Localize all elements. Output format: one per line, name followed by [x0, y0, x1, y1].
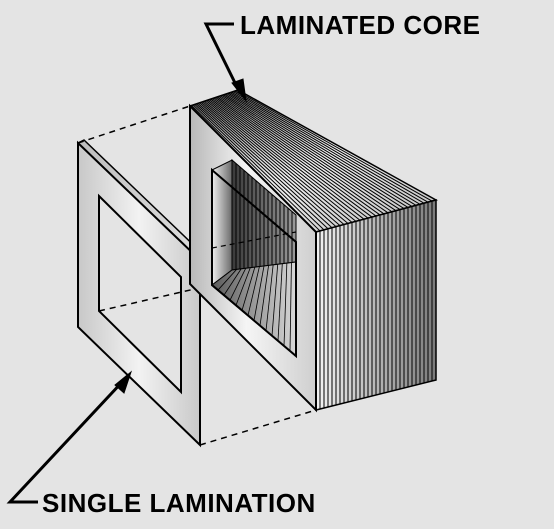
laminated-core — [188, 89, 438, 413]
core-window-floor-stripe — [223, 268, 242, 296]
core-top-stripe — [192, 104, 325, 231]
leader-laminated-core — [203, 22, 247, 103]
core-window-floor-stripe — [241, 267, 256, 311]
core-top-stripe — [207, 99, 361, 221]
core-window-floor-stripe — [265, 264, 274, 331]
core-top-stripe — [236, 90, 433, 202]
arrowhead-lamination — [114, 370, 133, 394]
core-top-stripe — [205, 100, 357, 222]
core-top-stripe — [234, 90, 429, 203]
core-window-floor-stripe — [253, 265, 265, 321]
projection-line-bottom — [199, 409, 317, 446]
core-right-stripes — [319, 201, 433, 409]
core-top-stripe — [199, 102, 341, 226]
core-top-stripe — [221, 94, 397, 212]
core-window-floor-stripe — [247, 266, 260, 316]
core-window-floor-stripe — [277, 263, 283, 341]
core-window-floor-stripe — [229, 268, 247, 301]
core-window-floor-stripe — [259, 265, 269, 326]
arrowhead-core — [231, 78, 247, 103]
core-top-stripe — [196, 103, 333, 229]
core-top-stripe — [197, 102, 337, 228]
core-top-stripe — [216, 96, 385, 215]
core-top-stripe — [223, 94, 401, 211]
core-top-stripe — [231, 91, 421, 205]
core-window-floor-stripe — [283, 263, 288, 346]
core-top-stripe — [215, 97, 381, 216]
core-top-stripe — [200, 101, 345, 225]
core-top-stripe — [210, 98, 369, 219]
core-top-stripe — [226, 93, 409, 208]
core-window-floor-stripes — [217, 262, 292, 351]
core-top-stripes — [191, 90, 433, 232]
lamination-face — [77, 140, 201, 448]
core-top-stripe — [224, 93, 405, 209]
leader-single-lamination — [6, 370, 133, 504]
core-top-stripe — [213, 97, 377, 217]
core-top-stripe — [202, 101, 349, 224]
core-window-floor-stripe — [235, 267, 251, 306]
core-top-stripe — [218, 95, 389, 214]
projection-line-top — [77, 105, 191, 144]
label-single-lamination: SINGLE LAMINATION — [42, 488, 316, 518]
core-top-stripe — [228, 92, 413, 207]
core-top-stripe — [220, 95, 393, 213]
single-lamination — [76, 139, 208, 448]
core-top-stripe — [204, 100, 353, 223]
core-top-stripe — [208, 99, 365, 220]
label-laminated-core: LAMINATED CORE — [240, 10, 481, 40]
core-top-stripe — [232, 91, 425, 204]
core-top-stripe — [191, 105, 321, 232]
core-window-outline — [211, 167, 297, 359]
core-top-stripe — [229, 92, 417, 206]
core-window-floor-stripe — [217, 269, 237, 291]
core-top-stripe — [212, 98, 373, 218]
core-window-floor-stripe — [289, 262, 292, 351]
core-top-stripe — [194, 104, 329, 230]
core-window-back-stripes — [235, 163, 293, 270]
projection-line-window — [98, 284, 213, 312]
core-window-floor-stripe — [271, 264, 279, 336]
